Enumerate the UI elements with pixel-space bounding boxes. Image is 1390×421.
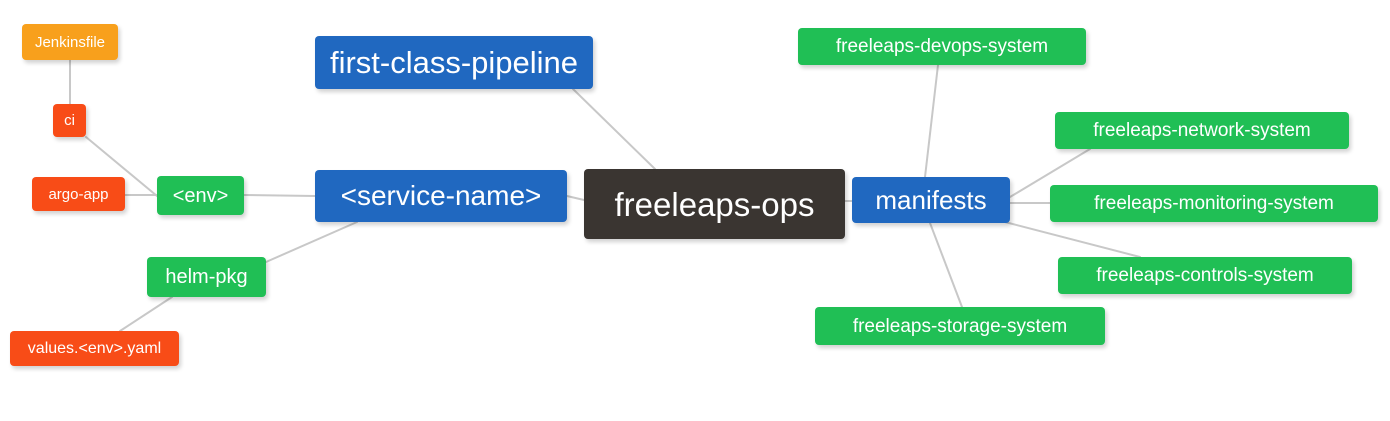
edge-manifests-to-storage bbox=[929, 222, 963, 308]
edge-pipeline-to-root bbox=[572, 88, 656, 170]
mindmap-node-helm-pkg[interactable]: helm-pkg bbox=[147, 257, 266, 297]
edge-manifests-to-controls bbox=[1004, 221, 1141, 258]
mindmap-node-devops[interactable]: freeleaps-devops-system bbox=[798, 28, 1086, 65]
mindmap-node-root[interactable]: freeleaps-ops bbox=[584, 169, 845, 239]
mindmap-node-pipeline[interactable]: first-class-pipeline bbox=[315, 36, 593, 89]
mindmap-node-env[interactable]: <env> bbox=[157, 176, 244, 215]
edge-env-to-service-name bbox=[243, 194, 316, 197]
edge-helm-pkg-to-service-name bbox=[265, 221, 358, 263]
mindmap-node-storage[interactable]: freeleaps-storage-system bbox=[815, 307, 1105, 345]
mindmap-node-values-yaml[interactable]: values.<env>.yaml bbox=[10, 331, 179, 366]
mindmap-node-network[interactable]: freeleaps-network-system bbox=[1055, 112, 1349, 149]
mindmap-node-jenkinsfile[interactable]: Jenkinsfile bbox=[22, 24, 118, 60]
mindmap-node-manifests[interactable]: manifests bbox=[852, 177, 1010, 223]
mindmap-node-service-name[interactable]: <service-name> bbox=[315, 170, 567, 222]
edge-service-name-to-root bbox=[566, 195, 585, 201]
edge-manifests-to-devops bbox=[924, 64, 939, 178]
mindmap-node-controls[interactable]: freeleaps-controls-system bbox=[1058, 257, 1352, 294]
mindmap-node-ci[interactable]: ci bbox=[53, 104, 86, 137]
mindmap-node-argo-app[interactable]: argo-app bbox=[32, 177, 125, 211]
edge-values-yaml-to-helm-pkg bbox=[119, 296, 173, 332]
mindmap-node-monitoring[interactable]: freeleaps-monitoring-system bbox=[1050, 185, 1378, 222]
